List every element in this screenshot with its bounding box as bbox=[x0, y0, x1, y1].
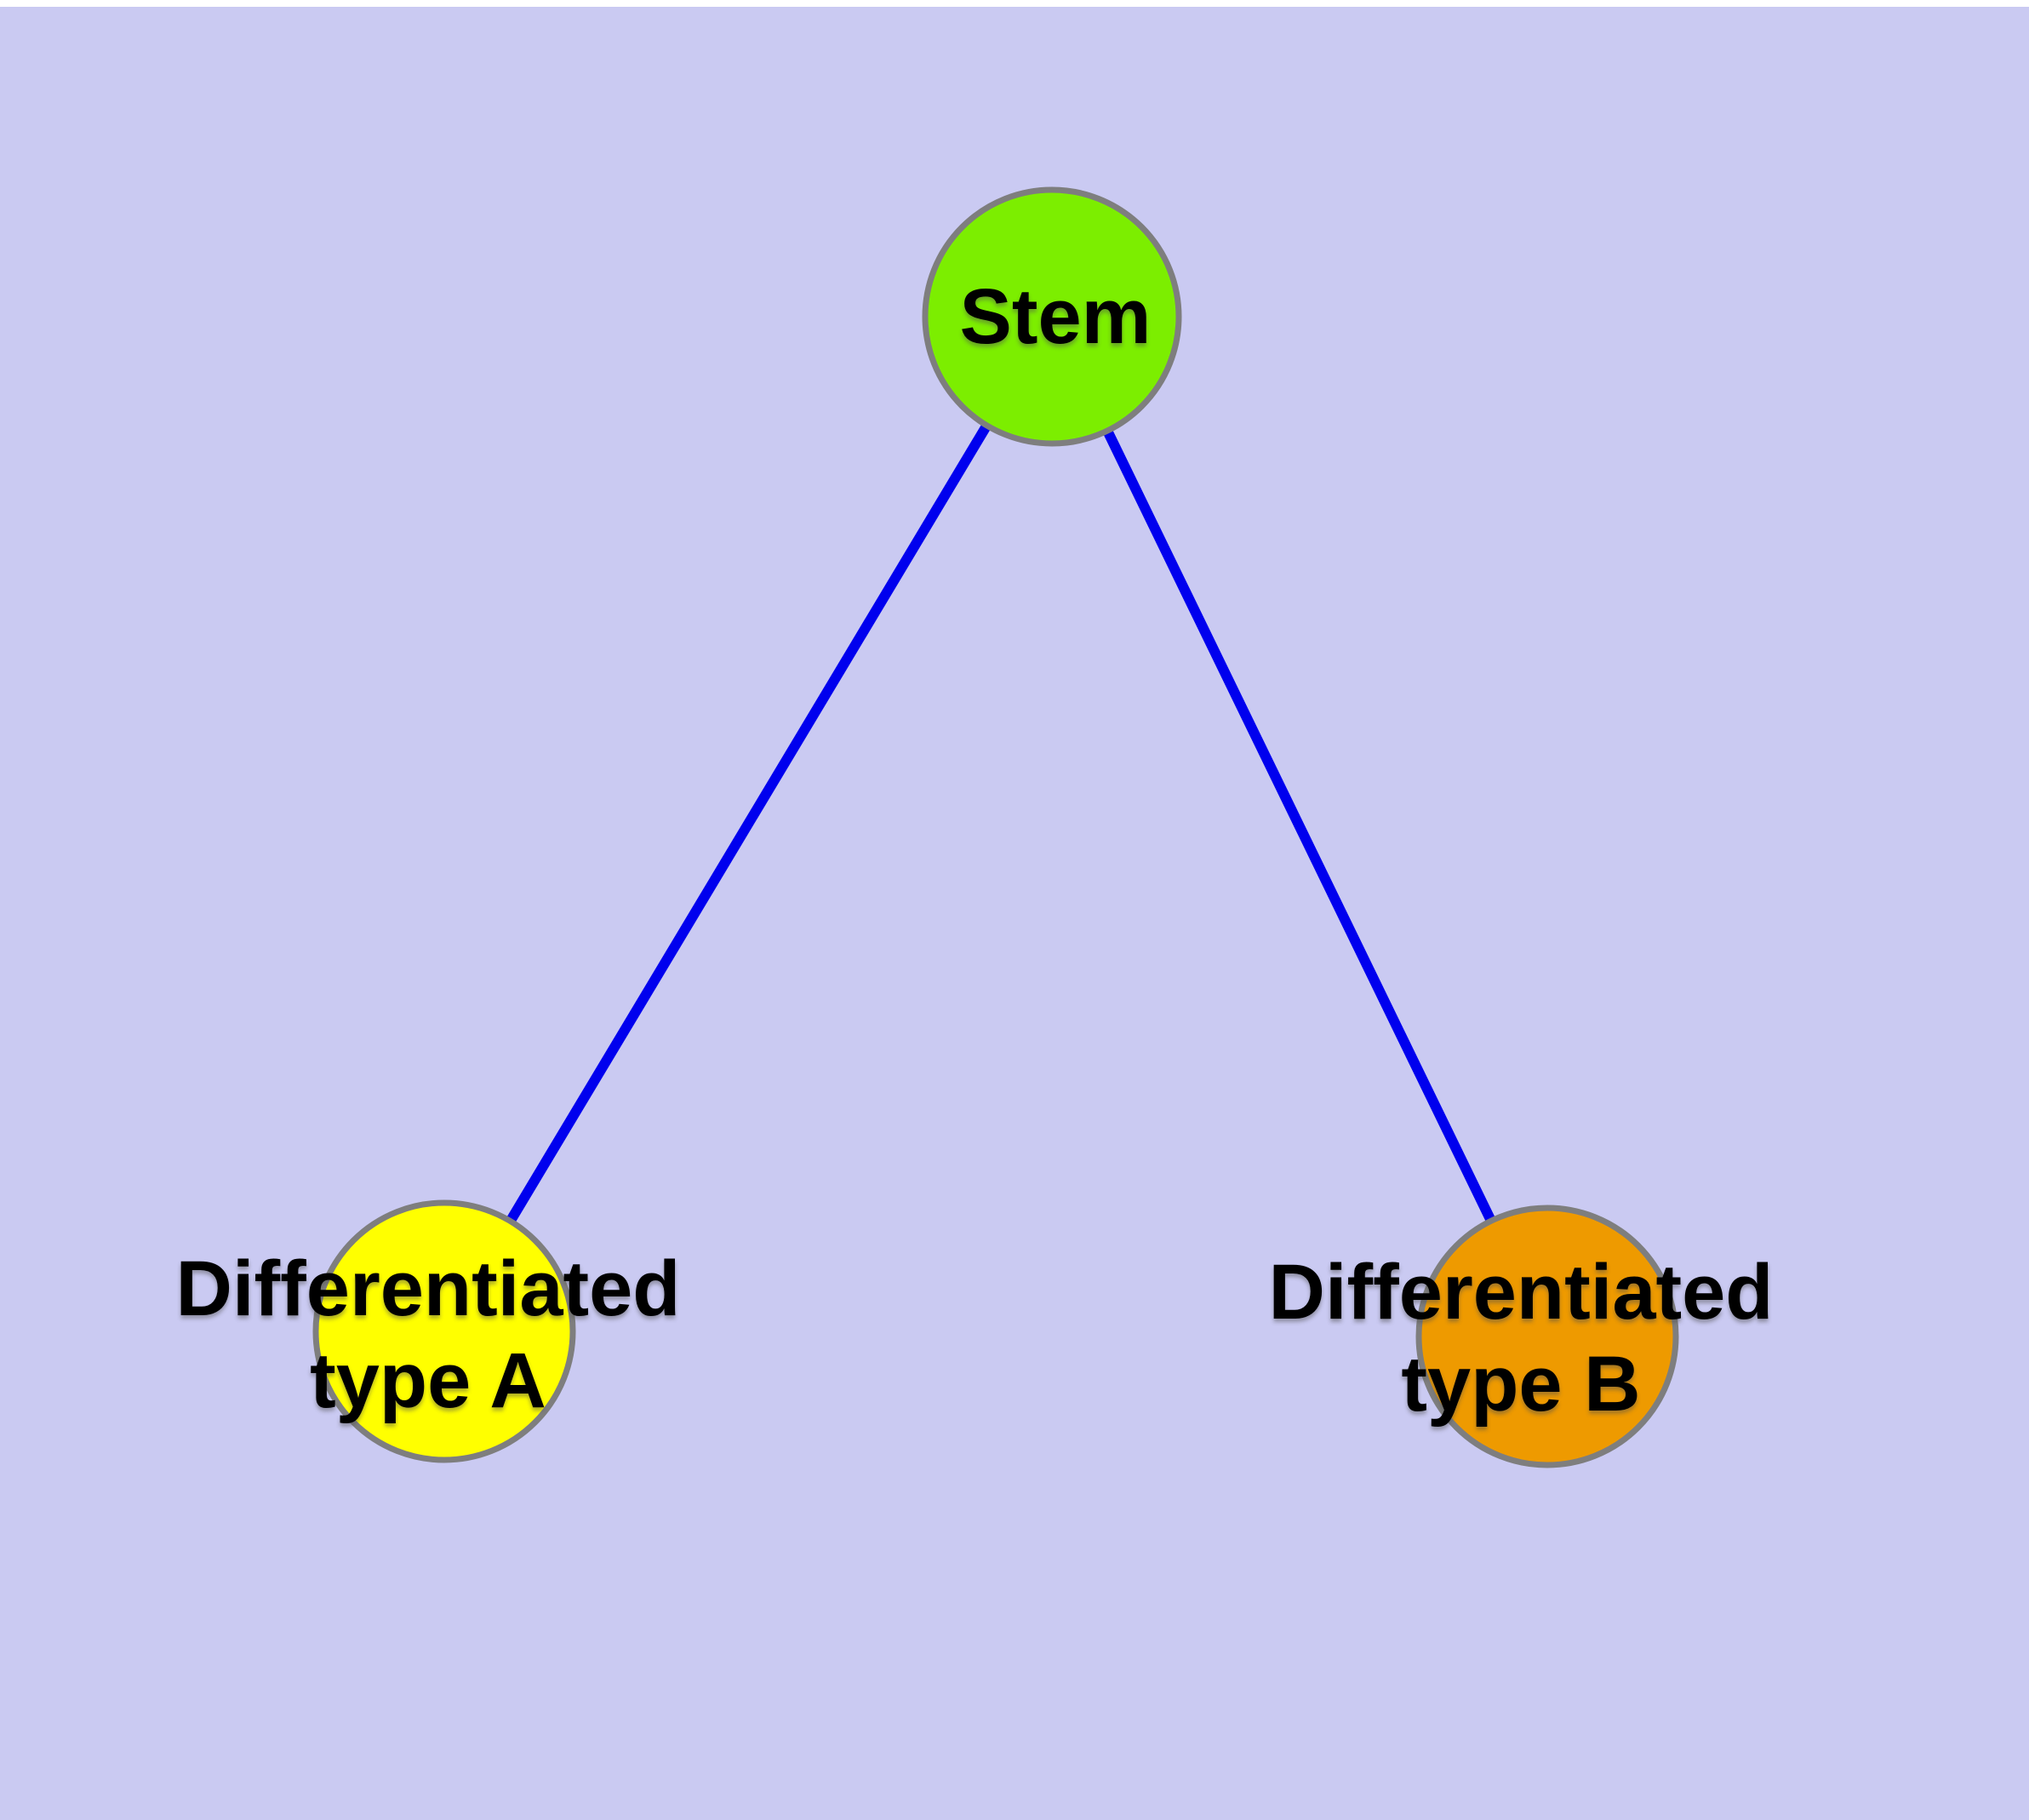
node-stem-circle bbox=[922, 186, 1182, 447]
top-margin-strip bbox=[0, 0, 2029, 7]
edge-stem-to-type-b bbox=[1047, 314, 1552, 1339]
node-type-a-circle bbox=[312, 1199, 576, 1463]
edge-stem-to-type-a bbox=[439, 313, 1057, 1335]
node-type-b-circle bbox=[1415, 1205, 1679, 1468]
